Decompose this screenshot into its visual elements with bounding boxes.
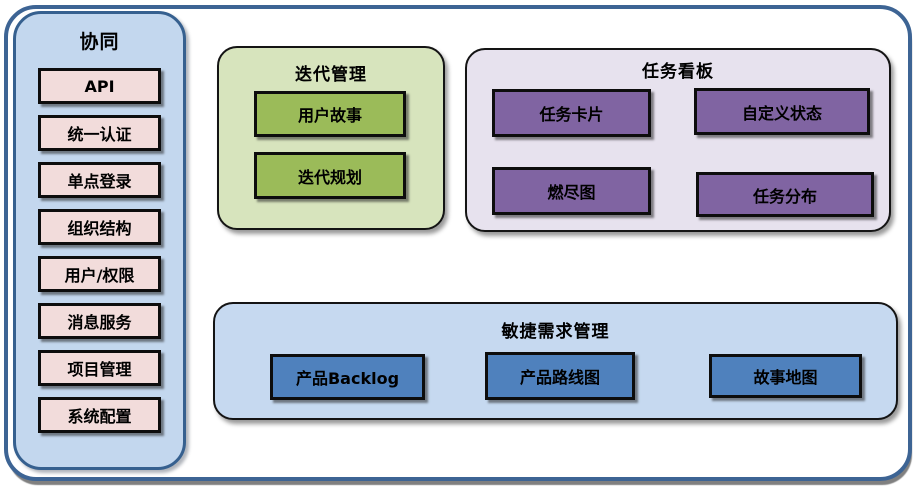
task-board-title: 任务看板: [642, 62, 714, 82]
card-task-distribution: 任务分布: [696, 172, 874, 217]
card-user-story: 用户故事: [254, 91, 406, 137]
sidebar-item-org-structure: 组织结构: [38, 209, 161, 245]
sidebar-item-project-management: 项目管理: [38, 350, 161, 386]
sidebar-item-message-service: 消息服务: [38, 303, 161, 339]
card-product-backlog: 产品Backlog: [270, 354, 425, 400]
card-iteration-planning: 迭代规划: [254, 152, 406, 199]
sidebar-item-system-config: 系统配置: [38, 397, 161, 433]
iteration-management-panel: 迭代管理 用户故事 迭代规划: [217, 46, 445, 230]
collaboration-panel-title: 协同: [79, 31, 120, 53]
card-custom-status: 自定义状态: [694, 88, 870, 135]
card-product-roadmap: 产品路线图: [485, 352, 635, 400]
card-burndown-chart: 燃尽图: [492, 167, 651, 215]
card-task-card: 任务卡片: [492, 89, 651, 137]
agile-requirements-title: 敏捷需求管理: [501, 322, 610, 342]
sidebar-item-sso: 单点登录: [38, 162, 161, 198]
task-board-panel: 任务看板 任务卡片 自定义状态 燃尽图 任务分布: [465, 48, 891, 232]
collaboration-panel: 协同 API 统一认证 单点登录 组织结构 用户/权限 消息服务 项目管理 系统…: [13, 11, 186, 470]
sidebar-item-api: API: [38, 68, 161, 104]
agile-requirements-panel: 敏捷需求管理 产品Backlog 产品路线图 故事地图: [213, 302, 898, 420]
collaboration-item-list: API 统一认证 单点登录 组织结构 用户/权限 消息服务 项目管理 系统配置: [16, 68, 183, 433]
sidebar-item-user-permission: 用户/权限: [38, 256, 161, 292]
card-story-map: 故事地图: [709, 354, 862, 398]
sidebar-item-unified-auth: 统一认证: [38, 115, 161, 151]
iteration-management-title: 迭代管理: [295, 65, 367, 85]
